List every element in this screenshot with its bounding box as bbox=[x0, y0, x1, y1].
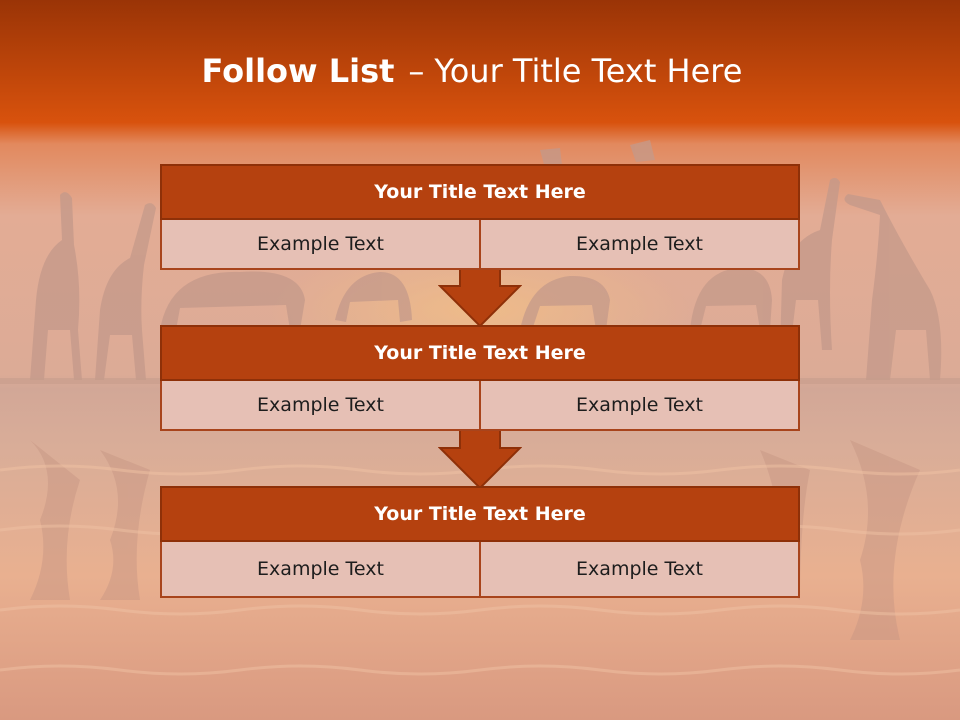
step-block-3: Your Title Text Here Example Text Exampl… bbox=[160, 486, 800, 598]
step-row: Example Text Example Text bbox=[160, 220, 800, 270]
down-arrow-2 bbox=[438, 429, 522, 490]
title-rest: Your Title Text Here bbox=[434, 52, 743, 90]
step-cell-left: Example Text bbox=[160, 381, 481, 431]
step-row: Example Text Example Text bbox=[160, 542, 800, 598]
title-separator: – bbox=[408, 52, 425, 90]
step-cell-right: Example Text bbox=[481, 381, 800, 431]
step-cell-right: Example Text bbox=[481, 542, 800, 598]
step-title: Your Title Text Here bbox=[160, 164, 800, 220]
page-title: Follow List–Your Title Text Here bbox=[0, 52, 944, 90]
title-bold: Follow List bbox=[201, 52, 395, 90]
step-title: Your Title Text Here bbox=[160, 486, 800, 542]
step-cell-right: Example Text bbox=[481, 220, 800, 270]
step-cell-left: Example Text bbox=[160, 220, 481, 270]
step-cell-left: Example Text bbox=[160, 542, 481, 598]
step-row: Example Text Example Text bbox=[160, 381, 800, 431]
step-block-1: Your Title Text Here Example Text Exampl… bbox=[160, 164, 800, 270]
step-title: Your Title Text Here bbox=[160, 325, 800, 381]
step-block-2: Your Title Text Here Example Text Exampl… bbox=[160, 325, 800, 431]
down-arrow-1 bbox=[438, 267, 522, 328]
